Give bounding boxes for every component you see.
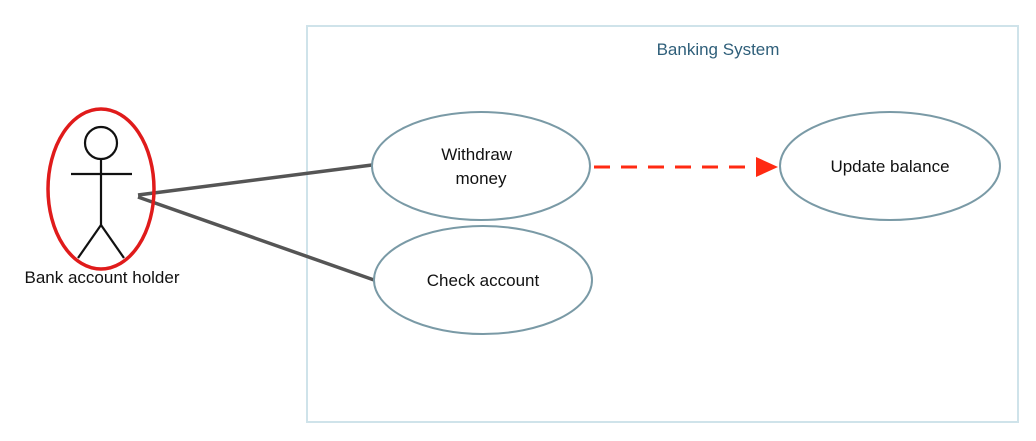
use-case-check-account[interactable] xyxy=(373,225,593,335)
actor-label: Bank account holder xyxy=(25,268,180,287)
use-case-check-account-label: Check account xyxy=(427,271,540,290)
system-boundary xyxy=(306,25,1019,423)
actor-head xyxy=(83,125,119,161)
actor-highlight-circle xyxy=(46,107,156,271)
actor-right-leg xyxy=(100,224,125,259)
use-case-withdraw-money[interactable] xyxy=(371,111,591,221)
actor-stick-figure[interactable] xyxy=(71,125,132,259)
use-case-withdraw-line2: money xyxy=(455,169,507,188)
use-case-withdraw-line1: Withdraw xyxy=(441,145,513,164)
association-withdraw xyxy=(137,163,373,197)
use-case-update-balance-label: Update balance xyxy=(830,157,949,176)
use-case-update-balance[interactable] xyxy=(779,111,1001,221)
system-title: Banking System xyxy=(657,40,780,59)
actor-left-leg xyxy=(77,224,102,259)
dependency-arrow-head xyxy=(756,157,778,177)
use-case-withdraw-label: Withdraw money xyxy=(441,145,517,188)
association-check-account xyxy=(137,195,375,282)
